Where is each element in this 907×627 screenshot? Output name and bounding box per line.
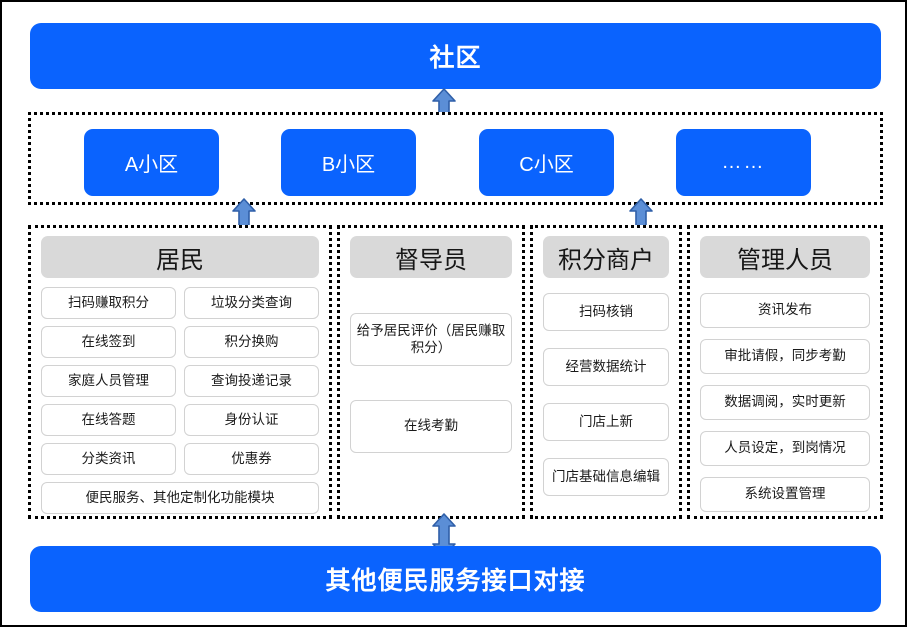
other-services-banner: 其他便民服务接口对接 [30,546,881,612]
spacer [350,366,512,400]
estate-chip-c[interactable]: C小区 [479,129,614,196]
community-banner: 社区 [30,23,881,89]
role-item[interactable]: 扫码核销 [543,293,669,331]
role-items-supervisor: 给予居民评价（居民赚取积分） 在线考勤 [350,287,512,453]
role-item[interactable]: 门店基础信息编辑 [543,458,669,496]
role-header-merchant-label: 积分商户 [558,246,654,274]
estate-chip-b[interactable]: B小区 [281,129,416,196]
role-items-row: 分类资讯 优惠券 [41,443,319,475]
role-items-residents: 扫码赚取积分 垃圾分类查询 在线签到 积分换购 家庭人员管理 查询投递记录 在线… [41,287,319,514]
role-item[interactable]: 优惠券 [184,443,319,475]
other-services-banner-label: 其他便民服务接口对接 [325,567,586,595]
role-item[interactable]: 给予居民评价（居民赚取积分） [350,313,512,366]
role-items-admin: 资讯发布 审批请假，同步考勤 数据调阅，实时更新 人员设定，到岗情况 系统设置管… [700,287,870,512]
estate-chip-c-label: C小区 [519,154,574,176]
role-items-row: 在线签到 积分换购 [41,326,319,358]
role-item[interactable]: 扫码赚取积分 [41,287,176,319]
role-item[interactable]: 在线签到 [41,326,176,358]
role-item[interactable]: 家庭人员管理 [41,365,176,397]
role-item[interactable]: 系统设置管理 [700,477,870,512]
community-banner-label: 社区 [429,44,482,72]
role-item[interactable]: 经营数据统计 [543,348,669,386]
role-items-row: 家庭人员管理 查询投递记录 [41,365,319,397]
role-header-admin-label: 管理人员 [737,246,833,274]
role-header-residents: 居民 [41,236,319,278]
role-items-row: 在线答题 身份认证 [41,404,319,436]
role-header-residents-label: 居民 [156,246,204,274]
estate-chip-more-label: …… [721,151,766,173]
role-item[interactable]: 人员设定，到岗情况 [700,431,870,466]
role-item[interactable]: 积分换购 [184,326,319,358]
role-item[interactable]: 查询投递记录 [184,365,319,397]
role-item[interactable]: 门店上新 [543,403,669,441]
estate-chip-a[interactable]: A小区 [84,129,219,196]
role-item[interactable]: 身份认证 [184,404,319,436]
role-header-supervisor: 督导员 [350,236,512,278]
estate-chip-a-label: A小区 [124,154,179,176]
role-item[interactable]: 在线考勤 [350,400,512,453]
role-item[interactable]: 便民服务、其他定制化功能模块 [41,482,319,514]
role-header-merchant: 积分商户 [543,236,669,278]
role-column-residents: 居民 扫码赚取积分 垃圾分类查询 在线签到 积分换购 家庭人员管理 查询投递记录… [28,225,332,519]
role-header-supervisor-label: 督导员 [395,246,467,274]
estate-chip-b-label: B小区 [321,154,376,176]
role-items-row: 扫码赚取积分 垃圾分类查询 [41,287,319,319]
role-item[interactable]: 在线答题 [41,404,176,436]
role-item[interactable]: 审批请假，同步考勤 [700,339,870,374]
role-column-merchant: 积分商户 扫码核销 经营数据统计 门店上新 门店基础信息编辑 [530,225,682,519]
role-item[interactable]: 资讯发布 [700,293,870,328]
role-items-row: 便民服务、其他定制化功能模块 [41,482,319,514]
role-column-admin: 管理人员 资讯发布 审批请假，同步考勤 数据调阅，实时更新 人员设定，到岗情况 … [687,225,883,519]
role-item[interactable]: 垃圾分类查询 [184,287,319,319]
role-header-admin: 管理人员 [700,236,870,278]
role-items-merchant: 扫码核销 经营数据统计 门店上新 门店基础信息编辑 [543,287,669,496]
estate-chip-more[interactable]: …… [676,129,811,196]
role-item[interactable]: 分类资讯 [41,443,176,475]
role-item[interactable]: 数据调阅，实时更新 [700,385,870,420]
role-column-supervisor: 督导员 给予居民评价（居民赚取积分） 在线考勤 [337,225,525,519]
